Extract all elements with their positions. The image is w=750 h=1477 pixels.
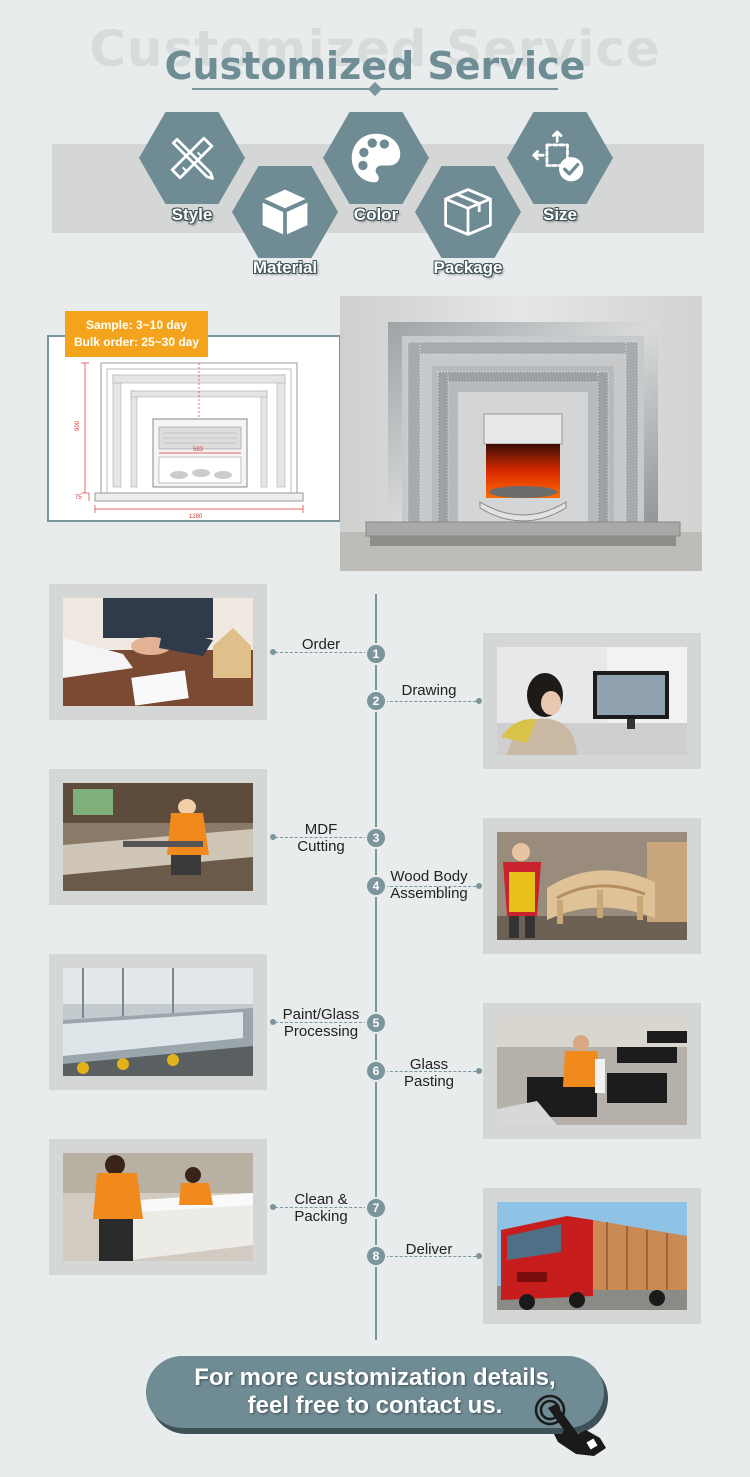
sample-time: Sample: 3~10 day	[85, 318, 188, 332]
glass-pasting-photo-card	[483, 1003, 701, 1139]
cutting-photo	[63, 783, 253, 891]
ghost-title: Customized Service	[89, 20, 661, 78]
size-hexagon	[507, 112, 613, 204]
glass-processing-connector	[275, 1022, 367, 1023]
glass-machine-photo	[63, 968, 253, 1076]
contact-line-1: For more customization details,	[194, 1364, 556, 1391]
order-connector	[275, 652, 367, 653]
bulk-order-time: Bulk order: 25~30 day	[73, 335, 200, 349]
assembling-photo	[497, 832, 687, 940]
fireplace-product-photo	[340, 296, 702, 571]
glass-processing-connector-dot	[270, 1019, 276, 1025]
glass-processing-step-label: Paint/Glass Processing	[282, 1006, 360, 1040]
resize-check-icon	[532, 130, 584, 182]
drawing-step-label: Drawing	[401, 682, 457, 699]
style-label: Style	[171, 205, 213, 224]
step-8-marker: 8	[367, 1247, 385, 1265]
step-4-marker: 4	[367, 877, 385, 895]
deliver-step-label: Deliver	[405, 1241, 453, 1258]
contact-line-2: feel free to contact us.	[247, 1392, 503, 1419]
box-icon	[444, 188, 492, 236]
designer-photo	[497, 647, 687, 755]
material-label: Material	[252, 258, 318, 277]
technical-drawing: 900 1280 583 75	[47, 335, 341, 522]
step-2-marker: 2	[367, 692, 385, 710]
width-dimension: 1280	[189, 514, 203, 520]
step-7-marker: 7	[367, 1199, 385, 1217]
drawing-connector	[385, 701, 476, 702]
click-hand-icon	[534, 1394, 606, 1456]
style-hexagon	[139, 112, 245, 204]
assembling-connector-dot	[476, 883, 482, 889]
assembling-connector	[385, 886, 476, 887]
package-label: Package	[433, 258, 503, 277]
assembling-photo-card	[483, 818, 701, 954]
glass-pasting-step-label: Glass Pasting	[403, 1056, 455, 1090]
step-1-marker: 1	[367, 645, 385, 663]
cube-icon	[262, 189, 308, 235]
handshake-photo	[63, 598, 253, 706]
pasting-photo	[497, 1017, 687, 1125]
glass-pasting-connector	[385, 1071, 476, 1072]
fireplace-drawing: 900 1280 583 75	[75, 362, 304, 520]
step-5-marker: 5	[367, 1014, 385, 1032]
drawing-photo-card	[483, 633, 701, 769]
deliver-connector	[385, 1256, 476, 1257]
height-dimension: 900	[75, 420, 81, 431]
deliver-photo-card	[483, 1188, 701, 1324]
mdf-cutting-photo-card	[49, 769, 267, 905]
truck-photo	[497, 1202, 687, 1310]
ruler-pencil-icon	[170, 136, 214, 180]
step-3-marker: 3	[367, 829, 385, 847]
contact-us-button[interactable]: For more customization details, feel fre…	[146, 1356, 604, 1428]
base-dimension: 75	[75, 495, 82, 501]
packing-photo-card	[49, 1139, 267, 1275]
step-6-marker: 6	[367, 1062, 385, 1080]
size-label: Size	[542, 205, 578, 224]
mdf-connector	[275, 837, 367, 838]
order-connector-dot	[270, 649, 276, 655]
lead-time-badge: Sample: 3~10 day Bulk order: 25~30 day	[65, 311, 208, 357]
drawing-connector-dot	[476, 698, 482, 704]
deliver-connector-dot	[476, 1253, 482, 1259]
assembling-step-label: Wood Body Assembling	[390, 868, 468, 902]
packing-connector-dot	[270, 1204, 276, 1210]
insert-dimension: 583	[193, 447, 204, 453]
order-step-label: Order	[301, 636, 341, 653]
glass-processing-photo-card	[49, 954, 267, 1090]
order-photo-card	[49, 584, 267, 720]
mdf-cutting-step-label: MDF Cutting	[297, 821, 345, 855]
page-title: Customized Service	[164, 44, 586, 88]
palette-icon	[351, 133, 401, 183]
mdf-connector-dot	[270, 834, 276, 840]
packing-connector	[275, 1207, 367, 1208]
color-label: Color	[353, 205, 399, 224]
process-timeline	[375, 594, 377, 1340]
packing-step-label: Clean & Packing	[294, 1191, 348, 1225]
glass-pasting-connector-dot	[476, 1068, 482, 1074]
packing-photo	[63, 1153, 253, 1261]
